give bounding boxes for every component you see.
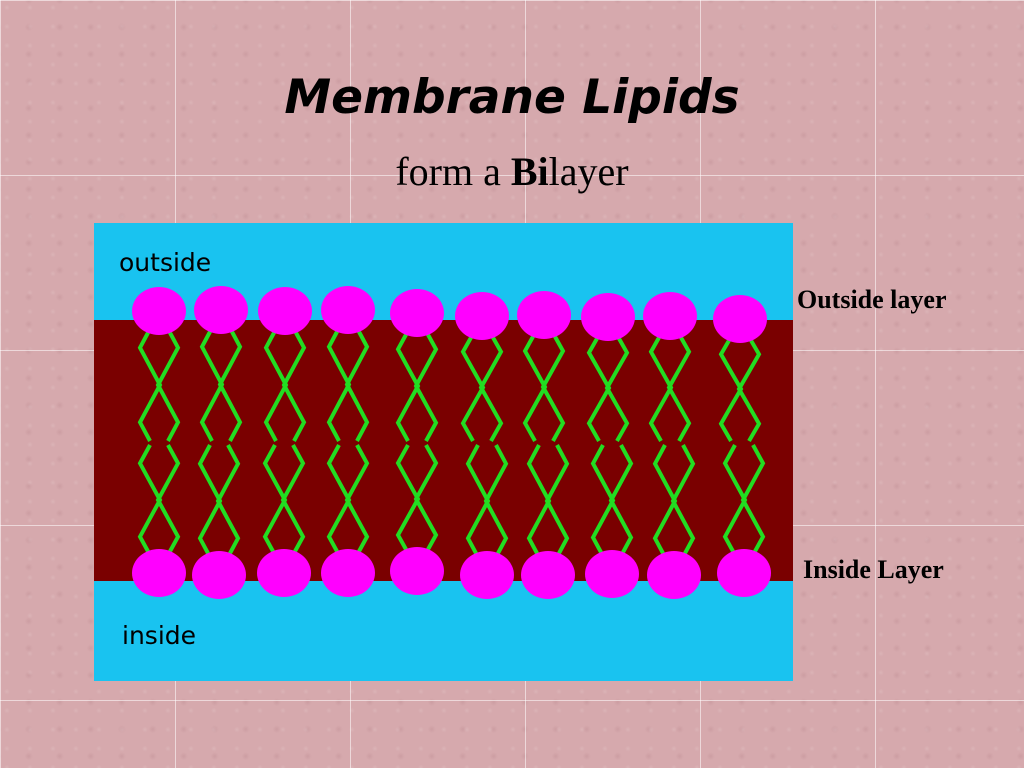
inner-lipid-head (585, 550, 639, 598)
outer-lipid-head (194, 286, 248, 334)
inner-lipid-tail (155, 444, 181, 556)
inner-lipid-tail (280, 444, 306, 556)
outer-lipid-tail (540, 332, 566, 442)
outer-lipid-head (455, 292, 509, 340)
inner-lipid-tail (413, 444, 439, 554)
lipid-tails-group (137, 327, 766, 558)
outer-lipid-tail (478, 333, 504, 442)
lipid-heads-group (132, 286, 771, 599)
outer-lipid-head (258, 287, 312, 335)
inside-water-region (94, 581, 793, 681)
inner-lipid-tail (608, 444, 634, 557)
outer-lipid-tail (666, 333, 692, 442)
outer-lipid-head (321, 286, 375, 334)
inner-lipid-tail (215, 444, 241, 558)
bilayer-svg: outside inside (94, 223, 793, 681)
inner-lipid-tail (344, 444, 370, 556)
inside-layer-label: Inside Layer (803, 555, 944, 584)
subtitle-prefix: form a (395, 149, 511, 194)
bilayer-diagram: outside inside (94, 223, 793, 681)
outside-region-label: outside (119, 248, 211, 277)
inner-lipid-tail (483, 444, 509, 558)
outer-lipid-tail (281, 328, 307, 442)
outer-lipid-head (713, 295, 767, 343)
inside-region-label: inside (122, 621, 196, 650)
inner-lipid-head (647, 551, 701, 599)
inner-lipid-head (192, 551, 246, 599)
inner-lipid-tail (544, 444, 570, 558)
inner-lipid-head (460, 551, 514, 599)
outer-lipid-tail (217, 327, 243, 442)
outer-lipid-head (581, 293, 635, 341)
inner-lipid-head (321, 549, 375, 597)
outer-lipid-tail (155, 328, 181, 442)
outer-lipid-tail (736, 335, 762, 443)
outer-lipid-head (643, 292, 697, 340)
outer-lipid-head (517, 291, 571, 339)
inner-lipid-head (390, 547, 444, 595)
outer-lipid-head (132, 287, 186, 335)
subtitle-suffix: layer (548, 149, 629, 194)
inner-lipid-head (717, 549, 771, 597)
inner-lipid-tail (740, 444, 766, 556)
inner-lipid-head (521, 551, 575, 599)
outer-lipid-tail (344, 327, 370, 442)
outer-lipid-tail (604, 334, 630, 442)
outside-layer-label: Outside layer (797, 285, 947, 314)
subtitle-bold: Bi (510, 149, 549, 194)
inner-lipid-tail (670, 444, 696, 558)
slide-title: Membrane Lipids (284, 70, 740, 125)
slide-subtitle: form a Bilayer (0, 150, 1024, 194)
outer-lipid-head (390, 289, 444, 337)
inner-lipid-head (132, 549, 186, 597)
inner-lipid-head (257, 549, 311, 597)
outer-lipid-tail (413, 330, 439, 442)
